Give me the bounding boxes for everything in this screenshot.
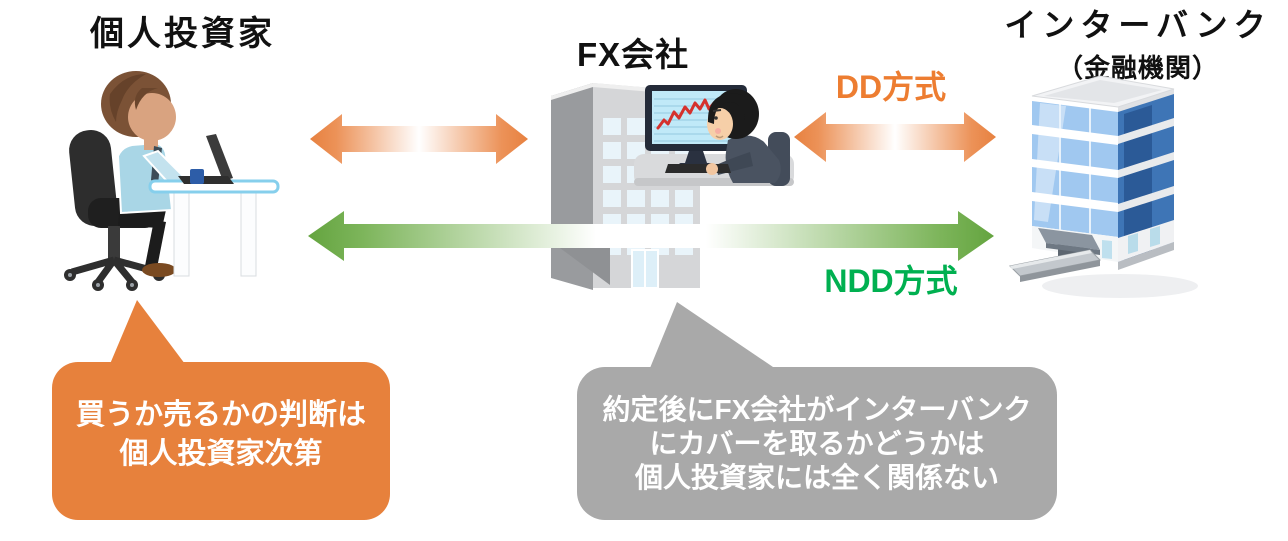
- interbank-subtitle: （金融機関）: [1056, 53, 1219, 83]
- investor-bubble-line: 買うか売るかの判断は: [75, 399, 366, 431]
- investor-title: 個人投資家: [90, 15, 275, 53]
- investor-bubble-tail: [110, 300, 185, 364]
- dd-arrow-right-icon: [794, 112, 996, 162]
- mug-icon: [190, 169, 204, 184]
- interbank-title-block: インターバンク （金融機関）: [988, 0, 1288, 85]
- fx-bubble-tail: [650, 302, 773, 368]
- awning-icon: [1038, 228, 1100, 250]
- interbank-building-illustration: [1008, 75, 1198, 298]
- dd-method-label: DD方式: [835, 69, 947, 105]
- fx-bubble-line: 個人投資家には全く関係ない: [634, 461, 999, 493]
- keyboard-icon: [665, 164, 731, 173]
- fx-speech-bubble: 約定後にFX会社がインターバンク にカバーを取るかどうかは 個人投資家には全く関…: [577, 367, 1057, 520]
- dd-arrow-left-icon: [310, 114, 528, 164]
- ndd-method-label: NDD方式: [824, 263, 958, 299]
- desk-icon: [148, 179, 280, 277]
- ndd-arrow-icon: [308, 211, 994, 261]
- fx-bubble-line: 約定後にFX会社がインターバンク: [602, 393, 1032, 425]
- interbank-title: インターバンク: [1004, 7, 1272, 43]
- investor-bubble-line: 個人投資家次第: [119, 438, 323, 470]
- investor-illustration: [64, 71, 280, 291]
- fx-company-title: FX会社: [577, 36, 690, 73]
- laptop-icon: [178, 134, 234, 184]
- investor-speech-bubble: 買うか売るかの判断は 個人投資家次第: [52, 362, 390, 520]
- fx-bubble-line: にカバーを取るかどうかは: [649, 427, 985, 459]
- fx-trader-illustration: [634, 85, 794, 186]
